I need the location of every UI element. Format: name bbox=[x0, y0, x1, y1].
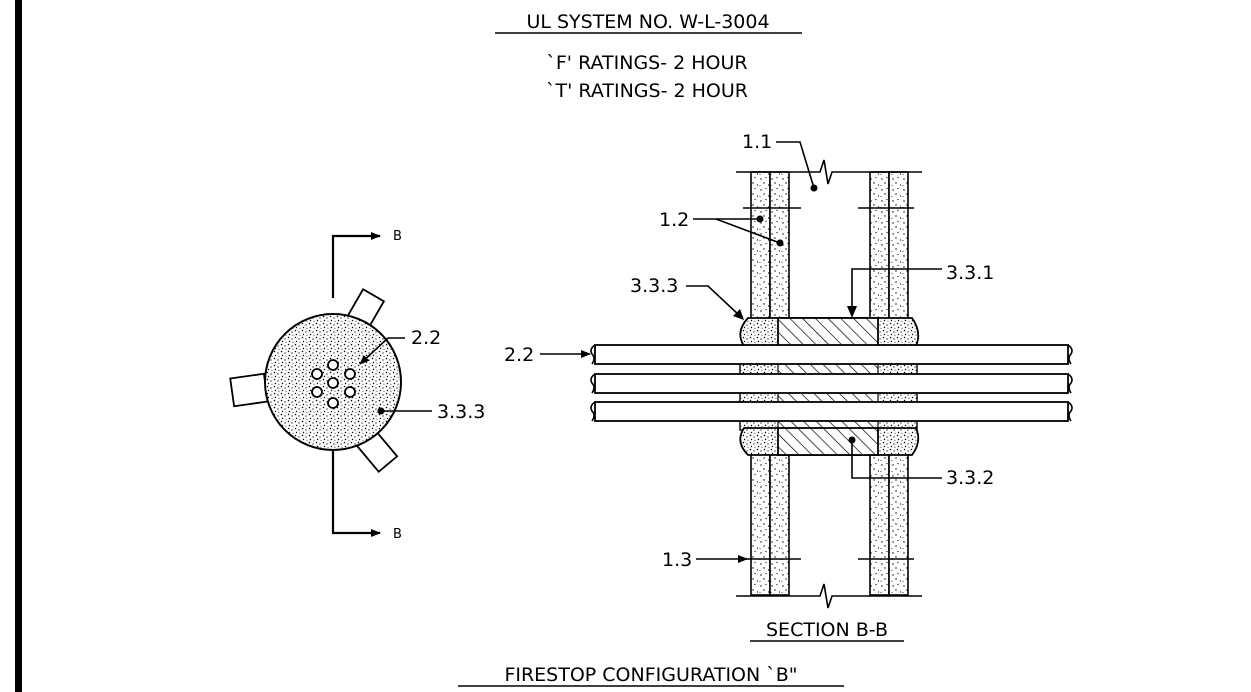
leader-3-3-1 bbox=[851, 268, 942, 314]
section-title: SECTION B-B bbox=[766, 619, 888, 641]
f-rating: `F' RATINGS- 2 HOUR bbox=[546, 52, 747, 74]
callout-3-3-2: 3.3.2 bbox=[946, 467, 994, 489]
leader-1-1 bbox=[776, 141, 815, 189]
callout-3-3-1: 3.3.1 bbox=[946, 262, 994, 284]
callout-1-2: 1.2 bbox=[659, 209, 689, 231]
cable bbox=[344, 386, 356, 398]
leader-dot bbox=[848, 436, 856, 444]
packing-material-top bbox=[777, 317, 879, 347]
t-rating: `T' RATINGS- 2 HOUR bbox=[546, 80, 748, 102]
frame-border bbox=[15, 0, 22, 692]
leader-arrowhead bbox=[847, 306, 857, 318]
section-marker-bottom: B bbox=[393, 527, 402, 542]
pipe bbox=[590, 373, 1073, 394]
leader-2-2-plan-diag bbox=[359, 337, 389, 365]
callout-1-1: 1.1 bbox=[742, 131, 772, 153]
pipe bbox=[590, 344, 1073, 365]
leader-arrowhead bbox=[733, 309, 744, 320]
cable bbox=[344, 368, 356, 380]
system-title: UL SYSTEM NO. W-L-3004 bbox=[526, 11, 769, 33]
section-view: 1.1 1.2 3.3.3 3.3.1 2.2 3.3.2 1.3 bbox=[504, 131, 1073, 609]
leader-1-2-b bbox=[715, 218, 781, 244]
leader-3-3-2 bbox=[851, 440, 942, 479]
callout-1-3: 1.3 bbox=[662, 549, 692, 571]
plan-view: B B 2.2 3.3.3 bbox=[229, 229, 485, 542]
break-line-top bbox=[736, 159, 922, 185]
leader-dot bbox=[810, 184, 818, 192]
callout-3-3-3-section: 3.3.3 bbox=[630, 275, 678, 297]
cable bbox=[311, 368, 323, 380]
packing-material-bottom bbox=[777, 427, 879, 456]
callout-2-2-plan: 2.2 bbox=[411, 327, 441, 349]
cable bbox=[311, 386, 323, 398]
cable bbox=[327, 397, 339, 409]
section-marker-top: B bbox=[393, 229, 402, 244]
configuration-title: FIRESTOP CONFIGURATION `B" bbox=[504, 664, 797, 686]
section-cut-line-bottom bbox=[331, 450, 381, 537]
leader-dot bbox=[377, 407, 385, 415]
callout-2-2-section: 2.2 bbox=[504, 344, 534, 366]
sleeve-tab-left bbox=[229, 372, 269, 408]
pipe bbox=[590, 401, 1073, 422]
break-line-bottom bbox=[736, 583, 922, 609]
leader-dot bbox=[756, 215, 764, 223]
section-cut-line-top bbox=[331, 232, 381, 298]
leader-3-3-3-section bbox=[686, 285, 741, 317]
cable bbox=[327, 359, 339, 371]
callout-3-3-3-plan: 3.3.3 bbox=[437, 401, 485, 423]
cable bbox=[327, 377, 339, 389]
leader-dot bbox=[776, 239, 784, 247]
